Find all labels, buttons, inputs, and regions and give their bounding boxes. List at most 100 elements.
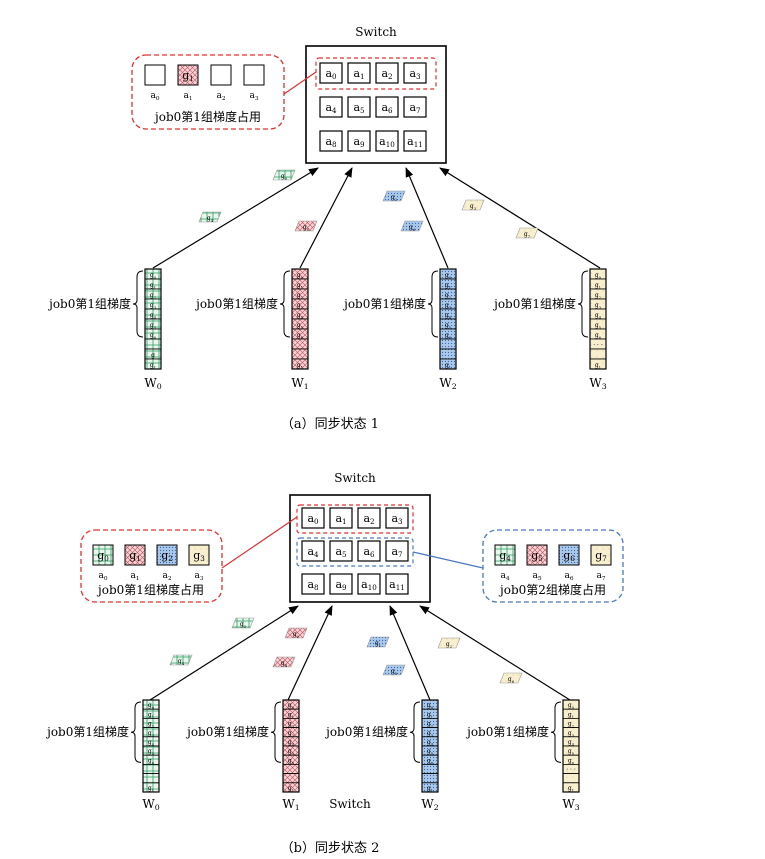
gradient-stack (291, 268, 309, 370)
cell-label: g2 (297, 292, 304, 300)
packet-shape (499, 672, 523, 684)
aggregator-slot (329, 573, 353, 595)
worker-group-label: job0第1组梯度 (47, 296, 131, 311)
packet-shape (382, 664, 406, 676)
cell-label: g1 (182, 69, 194, 83)
cell-label: g2 (150, 292, 157, 300)
gradient-stack (562, 699, 580, 793)
packet-shape (382, 190, 406, 202)
gradient-stack (282, 699, 300, 793)
packet-shape (272, 656, 296, 668)
slot-box (243, 64, 265, 86)
worker-group-label: job0第1组梯度 (45, 724, 129, 739)
stray-switch-label: Switch (329, 797, 371, 811)
slot-box (590, 544, 612, 566)
cell-label: a11 (407, 135, 423, 149)
callout-left-caption: job0第1组梯度占用 (96, 582, 204, 597)
cell-label: g4 (281, 660, 288, 668)
cell-label: g4 (568, 739, 575, 747)
cell-label: g6 (445, 332, 452, 340)
aggregator-a3: a3 (385, 507, 409, 529)
cell-label: a3 (194, 571, 203, 582)
cell-label: g3 (288, 730, 295, 738)
aggregator-a0: a0 (319, 62, 343, 84)
cell-label: g2 (391, 194, 398, 202)
callout-caption: job0第1组梯度占用 (153, 109, 261, 124)
cell-label: g5 (297, 322, 304, 330)
aggregator-a7: a7 (385, 540, 409, 562)
cell-label: g2 (445, 292, 452, 300)
brace (577, 270, 589, 338)
aggregator-slot (375, 62, 399, 84)
cell-label: g5 (150, 322, 157, 330)
packet-g0: g0 (272, 169, 296, 181)
aggregator-a7: a7 (403, 96, 427, 118)
cell-label: g3 (427, 730, 434, 738)
packet-g0: g0 (294, 220, 318, 232)
cell-label: g5 (288, 748, 295, 756)
cell-label: g4 (148, 739, 155, 747)
cell-label: g5 (595, 322, 602, 330)
cell-label: g1 (288, 711, 294, 719)
cell-label: g1 (297, 282, 303, 290)
cell-label: W1 (291, 376, 308, 391)
cell-label: g6 (148, 757, 155, 765)
slot-box (92, 544, 114, 566)
packet-g4: g4 (272, 656, 296, 668)
brace (279, 270, 291, 338)
aggregator-slot (319, 62, 343, 84)
cell-label: g3 (595, 302, 602, 310)
cell-label: g1 (445, 362, 451, 370)
aggregator-a11: a11 (403, 130, 427, 152)
cell-label: g0 (288, 702, 295, 710)
cell-label: g1 (445, 282, 451, 290)
callout-left-connector (221, 516, 298, 569)
aggregator-slot (357, 507, 381, 529)
aggregator-a2: a2 (375, 62, 399, 84)
cell-label: g4 (445, 312, 452, 320)
cell-label: g3 (445, 302, 452, 310)
aggregator-slot (403, 62, 427, 84)
cell-label: W3 (562, 797, 579, 812)
packet-shape (169, 654, 193, 666)
slot-box (210, 64, 232, 86)
callout-box (131, 54, 285, 130)
cell-label: g0 (595, 272, 602, 280)
worker-group-label: job0第1组梯度 (185, 724, 269, 739)
cell-label: g7 (524, 231, 531, 239)
caption: （a）同步状态 1 (281, 417, 379, 432)
cell-label: g4 (288, 739, 295, 747)
cell-label: a11 (389, 578, 405, 592)
packet-shape (231, 617, 255, 629)
cell-label: a4 (500, 571, 509, 582)
cell-label: g0 (281, 173, 288, 181)
cell-label: g6 (288, 757, 295, 765)
cell-label: g4 (150, 312, 157, 320)
cell-label: a6 (363, 545, 375, 559)
gradient-cell (142, 764, 160, 775)
cell-label: · · · (566, 767, 576, 774)
cell-label: g0 (427, 702, 434, 710)
cell-label: g4 (297, 312, 304, 320)
gradient-cell (282, 773, 300, 784)
cell-label: a1 (183, 91, 192, 102)
slot-box (494, 544, 516, 566)
arrow-w2 (405, 167, 449, 269)
cell-label: g1 (375, 640, 381, 648)
